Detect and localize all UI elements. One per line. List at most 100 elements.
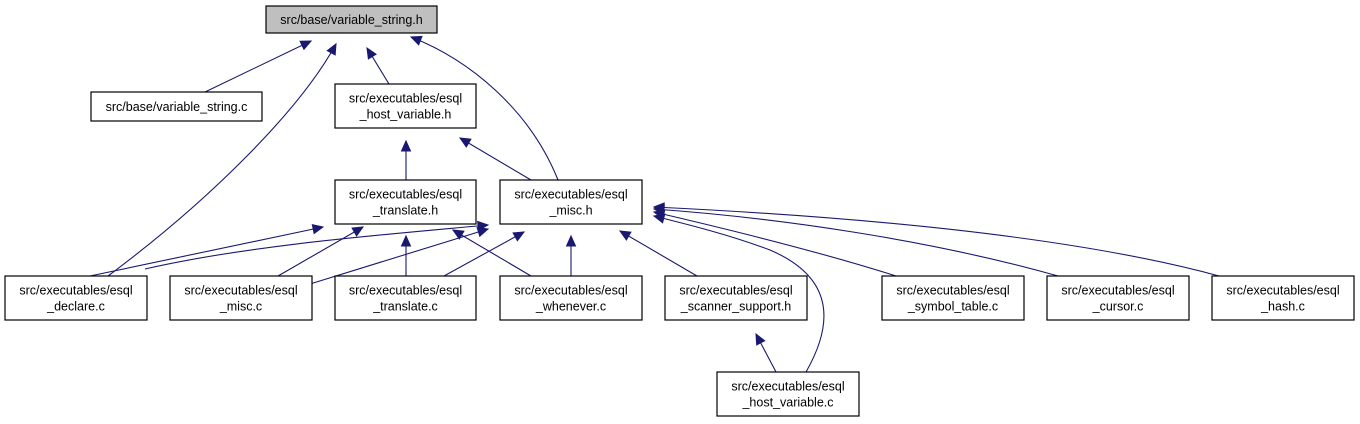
edge-host-variable-h-to-variable-string-h [366,46,390,85]
edge-misc-c-to-misc-h [309,227,490,285]
edge-symbol-table-c-to-misc-h [652,209,897,277]
edge-line [277,226,364,277]
node-label-line: src/base/variable_string.c [106,100,248,114]
node-label-line: _cursor.c [1092,300,1144,314]
node-label-line: _declare.c [46,300,105,314]
node-scanner-support-h[interactable]: src/executables/esql _scanner_support.h [664,275,808,321]
node-box[interactable] [4,275,148,321]
node-host-variable-h[interactable]: src/executables/esql _host_variable.h [334,83,477,129]
node-label-line: src/executables/esql [349,92,462,106]
node-label-line: src/base/variable_string.h [280,13,422,27]
edge-line [410,36,559,181]
node-label-line: src/executables/esql [349,284,462,298]
edge-misc-h-to-variable-string-h [409,35,559,181]
edge-cursor-c-to-misc-h [652,204,1059,277]
node-label-line: _misc.c [219,300,262,314]
edge-variable-string-c-to-variable-string-h [204,40,313,93]
node-box[interactable] [334,179,477,225]
edge-line [653,211,897,277]
edge-hash-c-to-misc-h [652,202,1220,277]
node-host-variable-c[interactable]: src/executables/esql _host_variable.c [716,371,860,417]
node-box[interactable] [881,275,1025,321]
edge-line [653,215,825,373]
edge-translate-h-to-host-variable-h [400,139,412,180]
edge-line [309,228,489,285]
edge-host-variable-c-to-scanner-support-h [755,332,777,373]
node-cursor-c[interactable]: src/executables/esql _cursor.c [1046,275,1190,321]
node-box[interactable] [664,275,808,321]
arrowhead-icon [618,230,632,241]
edge-declare-c-to-variable-string-h [107,42,337,277]
arrowhead-icon [351,226,365,237]
edges-layer [89,35,1220,373]
edge-translate-c-to-misc-h [443,231,526,277]
node-box[interactable] [499,179,643,225]
node-declare-c[interactable]: src/executables/esql_declare.c [4,275,148,321]
node-misc-h[interactable]: src/executables/esql _misc.h [499,179,643,225]
node-misc-c[interactable]: src/executables/esql _misc.c [169,275,313,321]
node-symbol-table-c[interactable]: src/executables/esql_symbol_table.c [881,275,1025,321]
edge-line [653,208,1059,277]
node-box[interactable] [334,275,477,321]
node-label-line: src/executables/esql [1061,284,1174,298]
edge-line [443,231,525,277]
arrowhead-icon [652,213,666,224]
arrowhead-icon [652,202,665,213]
nodes-layer: src/base/variable_string.h src/base/varia… [4,5,1355,417]
arrowhead-icon [299,40,313,51]
arrowhead-icon [366,46,377,60]
node-label-line: src/executables/esql [514,284,627,298]
edge-whenever-c-to-translate-h [451,229,532,277]
edge-line [107,43,337,277]
node-box[interactable] [1211,275,1355,321]
arrowhead-icon [755,332,766,346]
node-box[interactable] [169,275,313,321]
edge-whenever-c-to-misc-h [565,234,577,276]
edge-line [619,230,698,277]
node-label-line: src/executables/esql [514,188,627,202]
node-label-line: src/executables/esql [896,284,1009,298]
node-hash-c[interactable]: src/executables/esql_hash.c [1211,275,1355,321]
node-translate-c[interactable]: src/executables/esql _translate.c [334,275,477,321]
node-box[interactable] [499,275,643,321]
arrowhead-icon [400,139,412,152]
arrowhead-icon [476,227,490,238]
node-label-line: _scanner_support.h [680,300,792,314]
node-variable-string-h[interactable]: src/base/variable_string.h [265,5,438,34]
node-label-line: _misc.h [548,204,592,218]
node-box[interactable] [716,371,860,417]
node-label-line: src/executables/esql [184,284,297,298]
node-translate-h[interactable]: src/executables/esql_translate.h [334,179,477,225]
edge-host-variable-c-to-misc-h [652,213,825,373]
node-whenever-c[interactable]: src/executables/esql _whenever.c [499,275,643,321]
edge-misc-h-to-host-variable-h [458,137,532,181]
edge-line [204,40,312,93]
node-variable-string-c[interactable]: src/base/variable_string.c [90,91,263,122]
node-box[interactable] [1046,275,1190,321]
arrowhead-icon [409,35,423,46]
arrowhead-icon [512,231,526,242]
edge-line [459,137,532,181]
node-label-line: _host_variable.h [359,108,452,122]
edge-line [144,224,489,270]
edge-line [89,226,324,277]
arrowhead-icon [451,229,465,240]
node-box[interactable] [265,5,438,34]
arrowhead-icon [458,137,472,148]
node-label-line: src/executables/esql [349,188,462,202]
node-box[interactable] [90,91,263,122]
node-label-line: _whenever.c [535,300,606,314]
node-label-line: src/executables/esql [1226,284,1339,298]
arrowhead-icon [326,42,337,56]
arrowhead-icon [400,234,412,247]
edge-translate-c-to-translate-h [400,234,412,276]
node-label-line: src/executables/esql [679,284,792,298]
node-label-line: _host_variable.c [741,396,833,410]
node-label-line: _translate.c [372,300,438,314]
edge-line [653,206,1220,277]
edge-scanner-support-h-to-misc-h [618,230,698,277]
edge-declare-c-to-translate-h [89,224,325,277]
node-label-line: src/executables/esql [731,380,844,394]
node-box[interactable] [334,83,477,129]
